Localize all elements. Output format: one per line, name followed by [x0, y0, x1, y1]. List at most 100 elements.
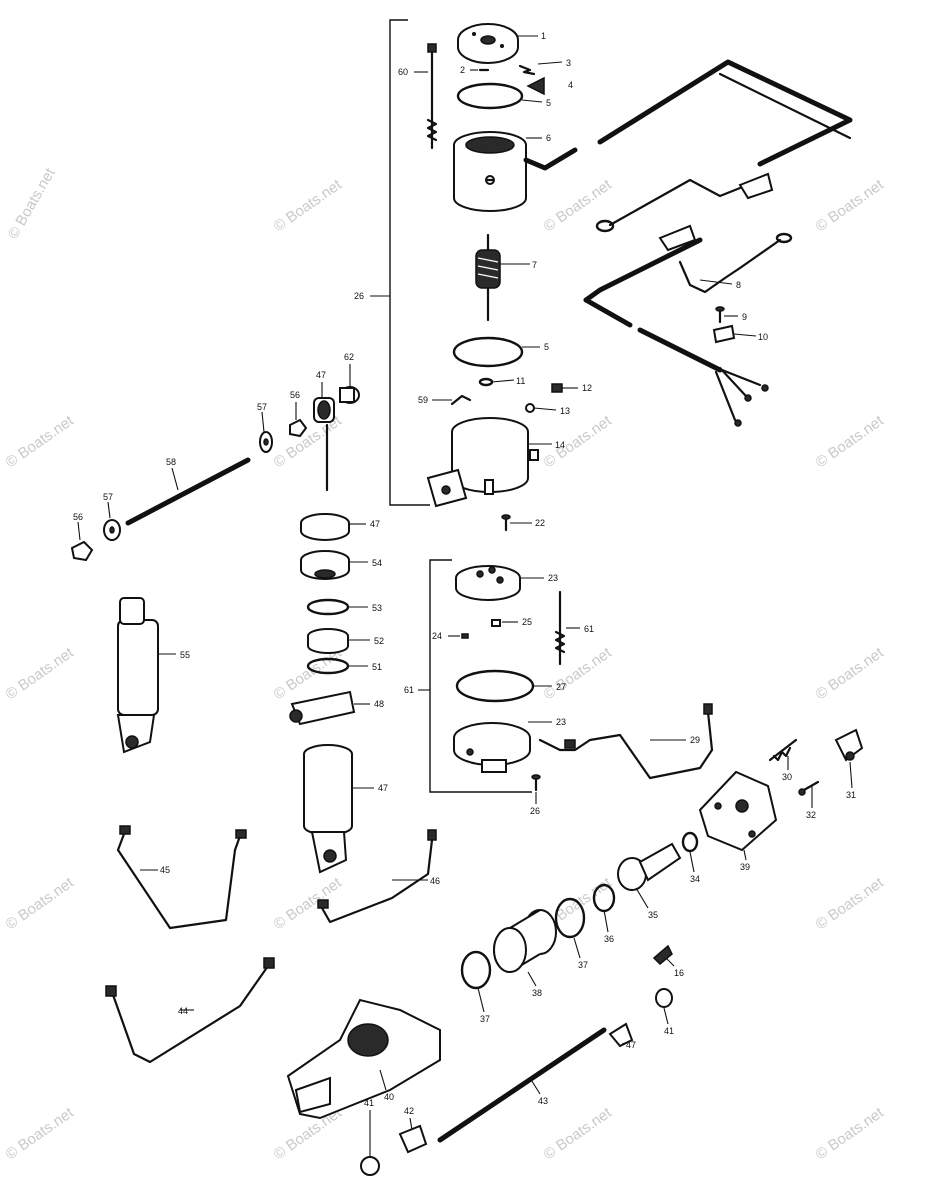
- callout-56: 56: [290, 390, 300, 400]
- callout-58: 58: [166, 457, 176, 467]
- callout-8: 8: [736, 280, 741, 290]
- callout-57: 57: [103, 492, 113, 502]
- callout-34: 34: [690, 874, 700, 884]
- nut-56-lower: [70, 540, 94, 562]
- o-ring-53: [306, 598, 350, 616]
- callout-54: 54: [372, 558, 382, 568]
- callout-labels: 1 2 3 4 5 6 60 7 8 9 10 26 5 11 12 13 59…: [73, 31, 856, 1116]
- o-ring-upper: [456, 82, 524, 110]
- callout-61: 61: [404, 685, 414, 695]
- callout-11: 11: [516, 376, 525, 386]
- fitting-12: [551, 383, 563, 393]
- washer-57-upper: [259, 431, 273, 453]
- callout-59: 59: [418, 395, 428, 405]
- callout-6: 6: [546, 133, 551, 143]
- callout-47: 47: [378, 783, 388, 793]
- pump-housing: [426, 417, 539, 508]
- brush-spring: [478, 64, 536, 76]
- callout-23: 23: [548, 573, 558, 583]
- motor-harness: [595, 59, 853, 233]
- bolt-30: [768, 738, 798, 762]
- callout-29: 29: [690, 735, 700, 745]
- callout-36: 36: [604, 934, 614, 944]
- callout-4: 4: [568, 80, 573, 90]
- callout-51: 51: [372, 662, 382, 672]
- callout-39: 39: [740, 862, 750, 872]
- screw-26: [531, 774, 541, 792]
- o-ring-27: [455, 669, 535, 703]
- seal-52: [307, 628, 349, 654]
- callout-24: 24: [432, 631, 442, 641]
- callout-32: 32: [806, 810, 816, 820]
- armature: [475, 233, 501, 322]
- fitting-42: [398, 1124, 428, 1154]
- callout-42: 42: [404, 1106, 414, 1116]
- screw-9: [715, 306, 725, 324]
- watermark: © Boats.net: [3, 874, 78, 933]
- screw-32: [798, 780, 820, 796]
- callout-60: 60: [398, 67, 408, 77]
- o-ring-lower: [452, 336, 524, 368]
- watermark: © Boats.net: [271, 412, 346, 471]
- tube-45: [116, 825, 247, 930]
- bracket-40: [286, 998, 441, 1120]
- valve-35: [617, 842, 682, 891]
- watermark: © Boats.net: [541, 412, 616, 471]
- callout-44: 44: [178, 1006, 188, 1016]
- watermark: © Boats.net: [813, 412, 888, 471]
- callout-7: 7: [532, 260, 537, 270]
- screw-13: [525, 403, 535, 413]
- callout-22: 22: [535, 518, 545, 528]
- watermark: © Boats.net: [813, 1104, 888, 1163]
- bushing-62: [339, 386, 360, 404]
- callout-13: 13: [560, 406, 570, 416]
- watermark: © Boats.net: [541, 176, 616, 235]
- callout-25: 25: [522, 617, 532, 627]
- piston-54: [300, 550, 350, 580]
- tube-29: [538, 703, 714, 780]
- callout-14: 14: [555, 440, 565, 450]
- callout-27: 27: [556, 682, 566, 692]
- check-valve-24: [461, 633, 469, 639]
- nut-56-upper: [289, 418, 308, 438]
- leader-lines: [77, 35, 853, 1156]
- watermark: © Boats.net: [271, 874, 346, 933]
- callout-45: 45: [160, 865, 170, 875]
- washer-11: [478, 377, 494, 387]
- callout-38: 38: [532, 988, 542, 998]
- brush-arrow: [526, 76, 545, 96]
- watermark: © Boats.net: [271, 176, 346, 235]
- fitting-16: [652, 944, 673, 966]
- screw-22: [501, 514, 511, 532]
- o-ring-34: [681, 831, 699, 853]
- watermark: © Boats.net: [541, 1104, 616, 1163]
- callout-40: 40: [384, 1092, 394, 1102]
- tube-44: [105, 957, 275, 1064]
- group-brackets: [389, 19, 532, 793]
- pin-59: [450, 394, 472, 406]
- callout-55: 55: [180, 650, 190, 660]
- callout-1: 1: [541, 31, 546, 41]
- callout-10: 10: [758, 332, 768, 342]
- callout-30: 30: [782, 772, 792, 782]
- watermark: © Boats.net: [3, 1104, 78, 1163]
- cylinder-47: [303, 744, 353, 874]
- callout-61: 61: [584, 624, 594, 634]
- callout-5: 5: [544, 342, 549, 352]
- callout-2: 2: [460, 65, 465, 75]
- trim-cylinder-55: [116, 597, 159, 754]
- callout-41: 41: [664, 1026, 674, 1036]
- valve-plate-23-lower: [453, 722, 531, 773]
- callout-57: 57: [257, 402, 267, 412]
- cap-47: [300, 513, 350, 541]
- callout-23: 23: [556, 717, 566, 727]
- tube-46: [317, 829, 437, 924]
- spring-61: [554, 590, 566, 666]
- motor-end-cap: [457, 23, 519, 64]
- callout-37: 37: [578, 960, 588, 970]
- watermark-left: © Boats.net: [5, 165, 59, 242]
- rod-58: [125, 457, 251, 526]
- watermark: © Boats.net: [3, 412, 78, 471]
- through-bolt: [426, 43, 438, 150]
